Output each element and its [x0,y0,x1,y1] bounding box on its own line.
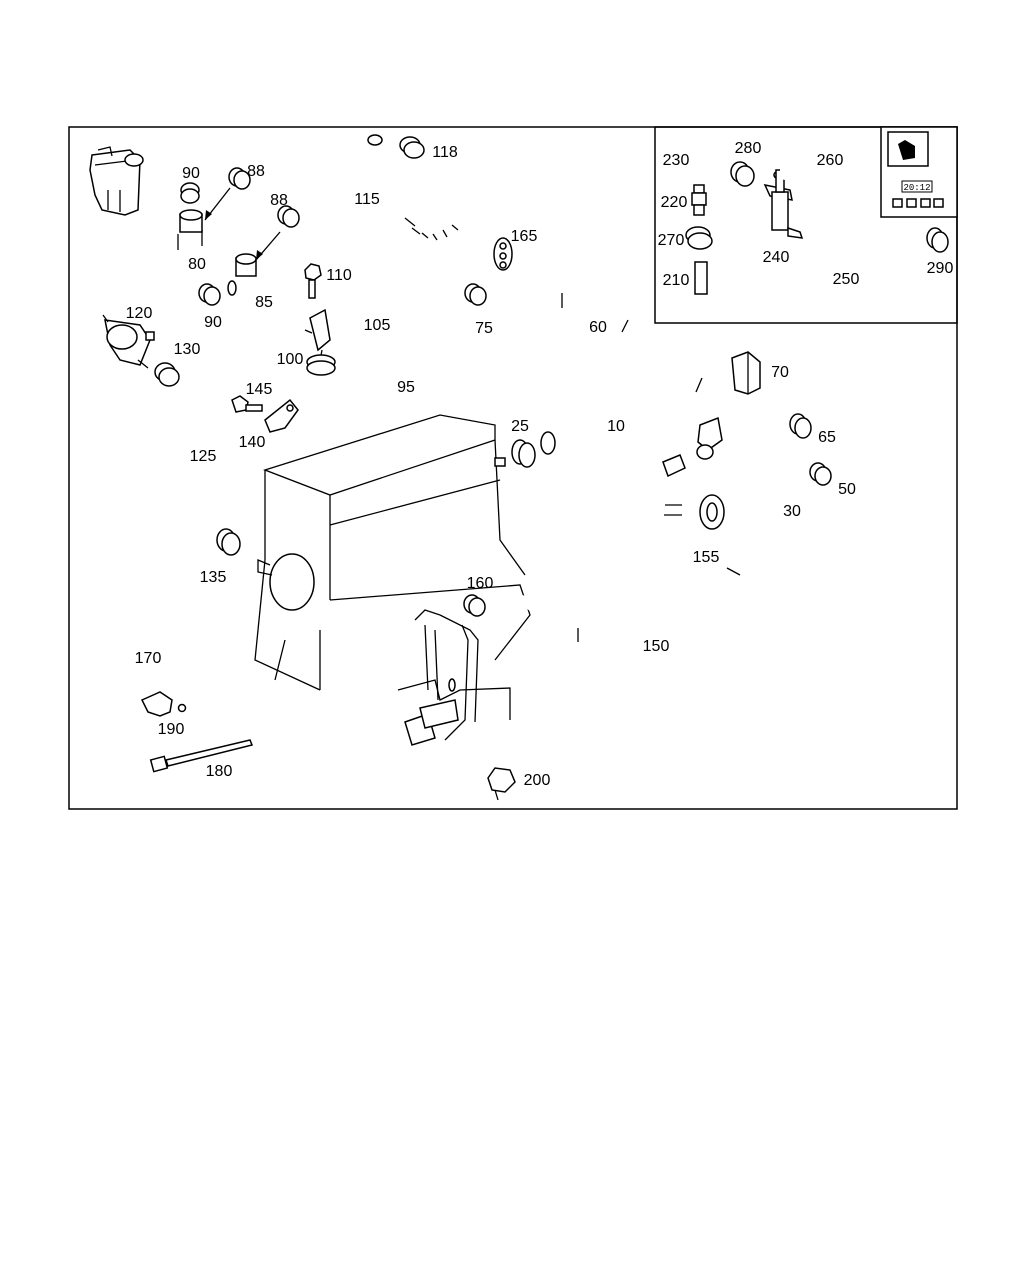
hose-150 [507,475,752,642]
callout-label-165: 165 [511,228,538,245]
cable-tie-180 [149,739,254,773]
callout-label-88: 88 [247,163,265,180]
inset-clamp-290 [926,227,949,253]
callout-label-90: 90 [182,165,200,182]
clip-190 [140,691,187,717]
callout-label-88: 88 [270,192,288,209]
callout-label-100: 100 [277,351,304,368]
clamp-135 [216,528,241,556]
inset-clamp-280 [730,161,755,187]
hose-10 [540,431,686,575]
callout-labels: 118 115 90 88 88 80 85 90 110 105 100 95 165 75 60 70 65… [126,140,954,789]
clip-200 [487,767,516,801]
callout-label-200: 200 [524,772,551,789]
callout-label-75: 75 [475,320,493,337]
hose-105 [304,269,408,373]
clamp-118 [399,136,425,159]
inset-hose-250 [810,235,900,317]
callout-label-290: 290 [927,260,954,277]
sensor-bracket [397,609,511,746]
callout-label-80: 80 [188,256,206,273]
inset-hose-230 [692,145,723,173]
callout-label-125: 125 [190,448,217,465]
callout-label-70: 70 [771,364,789,381]
clamp-25 [511,439,536,468]
grommet-165 [493,237,513,271]
callout-label-30: 30 [783,503,801,520]
callout-label-190: 190 [158,721,185,738]
callout-label-10: 10 [607,418,625,435]
callout-label-220: 220 [661,194,688,211]
hose-85 [226,248,301,296]
clamp-100 [306,354,336,376]
clamp-130 [154,362,180,387]
callout-label-230: 230 [663,152,690,169]
callout-label-180: 180 [206,763,233,780]
expansion-tank [89,146,144,216]
callout-label-85: 85 [255,294,273,311]
clamp-65 [789,413,812,439]
diagram-frame [68,126,958,810]
hose-60 [499,284,781,438]
clamp-88-top [228,167,251,190]
grommet-155 [699,494,725,530]
hose-125 [170,384,218,546]
callout-label-105: 105 [364,317,391,334]
callout-label-210: 210 [663,272,690,289]
clamp-90-top [180,182,200,204]
clamp-90-bottom [198,283,221,306]
callout-label-115: 115 [354,191,380,208]
callout-label-160: 160 [467,575,494,592]
callout-label-150: 150 [643,638,670,655]
callout-label-130: 130 [174,341,201,358]
control-panel: 20:12 [880,126,958,218]
callout-label-25: 25 [511,418,529,435]
inset-clamp-270 [685,226,713,250]
clamp-88-mid [277,205,300,228]
clamp-160 [463,594,486,617]
callout-label-118: 118 [432,144,458,161]
callout-label-280: 280 [735,140,762,157]
callout-label-95: 95 [397,379,415,396]
inset-tee-240 [763,169,804,239]
clamp-75 [464,283,487,306]
callout-label-260: 260 [817,152,844,169]
callout-label-60: 60 [589,319,607,336]
inset-connector-220 [691,184,707,216]
bracket-140 [264,398,299,433]
callout-label-110: 110 [326,267,352,284]
callout-label-270: 270 [658,232,685,249]
callout-label-240: 240 [763,249,790,266]
callout-label-90: 90 [204,314,222,331]
callout-label-50: 50 [838,481,856,498]
callout-label-250: 250 [833,271,860,288]
inset-tube-210 [694,261,708,295]
inset-frame [654,126,958,324]
callout-label-170: 170 [135,650,162,667]
callout-label-135: 135 [200,569,227,586]
engine-block [254,414,531,691]
inset-hose-260 [780,136,920,251]
clock-display-text: 20:12 [903,183,930,193]
callout-label-155: 155 [693,549,720,566]
clamp-50 [809,462,832,486]
hose-80 [129,206,241,253]
bolt-110 [304,263,322,299]
bolt-145 [231,395,263,413]
callout-label-120: 120 [126,305,153,322]
callout-label-140: 140 [239,434,266,451]
bracket-70 [731,351,761,395]
hose-30 [696,412,806,494]
valve-120 [102,314,155,369]
clock-display [901,180,933,193]
callout-label-145: 145 [246,381,273,398]
hose-95 [342,326,458,378]
hose-115 [367,134,494,243]
callout-label-65: 65 [818,429,836,446]
